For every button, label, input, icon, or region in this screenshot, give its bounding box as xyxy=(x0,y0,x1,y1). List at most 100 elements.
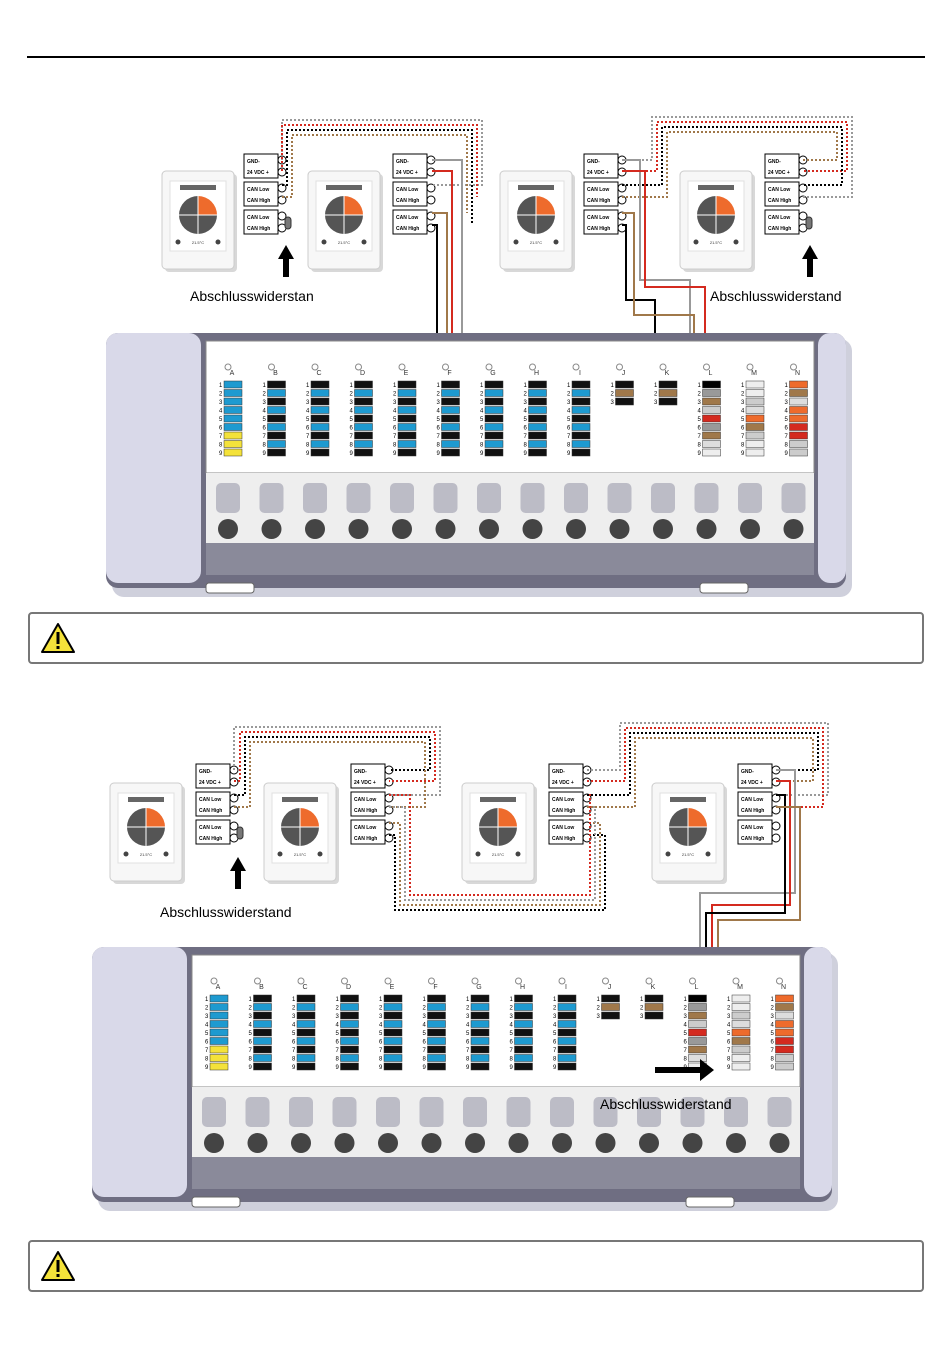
terminal-slot xyxy=(441,406,460,414)
terminal-slot xyxy=(745,414,765,423)
terminal-slot xyxy=(340,1062,359,1071)
terminal-slot xyxy=(644,994,664,1003)
terminal-slot xyxy=(702,431,721,440)
column-letter: D xyxy=(360,370,365,377)
thermostat: 21.5°C xyxy=(461,782,537,884)
terminal-slot xyxy=(340,1045,359,1054)
connector-frame xyxy=(583,181,619,207)
terminal-number: 6 xyxy=(379,1040,383,1046)
terminal-label: CAN Low xyxy=(587,215,609,221)
terminal-number: 1 xyxy=(292,997,296,1003)
terminal-number: 5 xyxy=(336,1031,340,1037)
terminal-slot xyxy=(209,1062,229,1071)
terminal-number: 8 xyxy=(379,1057,383,1063)
terminal-slot xyxy=(789,440,808,448)
column-letter: B xyxy=(259,984,264,991)
fuse-mark xyxy=(311,363,319,371)
fuse-mark xyxy=(602,977,609,985)
terminal-slot xyxy=(789,406,808,414)
terminal-label: CAN High xyxy=(199,808,222,814)
connector-frame xyxy=(392,209,428,235)
connector-frame xyxy=(583,153,619,179)
terminal-slot xyxy=(397,448,417,457)
terminal-number: 6 xyxy=(306,426,310,432)
terminal-label: GND- xyxy=(587,159,600,165)
valve-slot xyxy=(680,1097,705,1127)
terminal-number: 1 xyxy=(263,383,267,389)
thermostat: 21.5°C xyxy=(679,170,755,272)
connector-frame xyxy=(737,819,773,845)
terminal-slot xyxy=(789,431,808,440)
terminal-number: 4 xyxy=(249,1023,253,1029)
warning-icon xyxy=(41,1251,75,1281)
terminal-slot xyxy=(731,1054,751,1062)
terminal-slot xyxy=(427,1003,446,1011)
thermostat: 21.5°C xyxy=(161,170,237,272)
terminal-slot xyxy=(601,994,620,1003)
terminal-slot xyxy=(775,1011,794,1020)
terminal-number: 4 xyxy=(741,409,745,415)
terminal-number: 5 xyxy=(510,1031,514,1037)
terminal-number: 2 xyxy=(771,1006,775,1012)
plus-button-icon xyxy=(361,239,367,245)
terminal-label: CAN High xyxy=(247,226,270,232)
valve-knob xyxy=(378,1133,398,1153)
terminal-slot xyxy=(745,389,765,397)
dial-segment-orange xyxy=(300,808,319,827)
terminal-number: 4 xyxy=(771,1023,775,1029)
termination-resistor xyxy=(236,826,244,840)
terminal-label: CAN Low xyxy=(587,187,609,193)
terminal-number: 3 xyxy=(510,1014,514,1020)
terminal-number: 9 xyxy=(727,1065,731,1071)
terminal-slot xyxy=(310,389,330,397)
terminal-slot xyxy=(223,397,243,406)
terminal-number: 5 xyxy=(393,417,397,423)
connector-frame xyxy=(350,819,386,845)
terminal-number: 1 xyxy=(423,997,427,1003)
terminal-number: 4 xyxy=(785,409,789,415)
terminal-number: 9 xyxy=(263,451,267,457)
terminal-slot xyxy=(789,423,808,431)
terminal-slot xyxy=(745,423,765,431)
valve-knob xyxy=(783,519,804,539)
terminal-number: 2 xyxy=(249,1006,253,1012)
terminal-number: 3 xyxy=(379,1014,383,1020)
terminal-slot xyxy=(310,448,330,457)
terminal-slot xyxy=(296,1011,316,1020)
terminal-number: 8 xyxy=(466,1057,470,1063)
terminal-number: 3 xyxy=(466,1014,470,1020)
controller-unit xyxy=(92,947,838,1211)
terminal-number: 1 xyxy=(524,383,528,389)
controller-unit xyxy=(106,333,852,597)
terminal-slot xyxy=(427,994,446,1003)
valve-knob xyxy=(595,1133,616,1153)
terminal-slot xyxy=(484,380,504,389)
terminal-slot xyxy=(354,431,373,440)
terminal-slot xyxy=(789,389,808,397)
plus-button-icon xyxy=(705,851,711,857)
thermostat-temp: 21.5°C xyxy=(710,240,722,245)
terminal-slot xyxy=(310,397,330,406)
terminal-number: 3 xyxy=(336,1014,340,1020)
terminal-slot xyxy=(267,380,286,389)
fuse-mark xyxy=(384,977,392,985)
terminal-label: CAN Low xyxy=(199,797,221,803)
terminal-slot xyxy=(470,1045,490,1054)
terminal-slot xyxy=(427,1037,446,1045)
terminal-slot xyxy=(615,389,634,397)
terminal-number: 5 xyxy=(553,1031,557,1037)
fuse-mark xyxy=(558,977,566,985)
thermostat-header-bar xyxy=(180,185,216,190)
terminal-number: 4 xyxy=(510,1023,514,1029)
terminal-slot xyxy=(296,1028,316,1037)
terminal-slot xyxy=(397,397,417,406)
unit-left-cap xyxy=(92,947,187,1197)
terminal-label: 24 VDC + xyxy=(396,170,418,176)
terminal-slot xyxy=(731,1028,751,1037)
